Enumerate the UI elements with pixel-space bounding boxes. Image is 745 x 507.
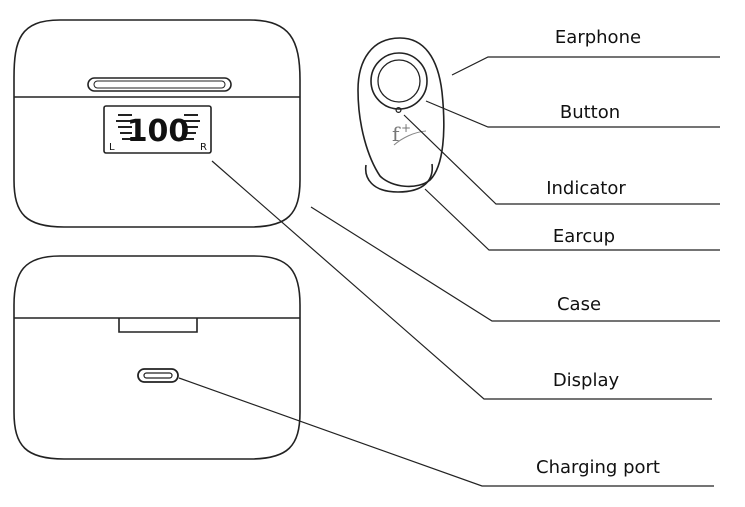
- earcup-icon: [364, 163, 433, 193]
- label-indicator: Indicator: [546, 178, 626, 199]
- case-bottom: [13, 255, 301, 460]
- case-top-slot: [87, 77, 232, 92]
- case-top-body: [13, 19, 301, 228]
- label-case: Case: [557, 294, 601, 315]
- logo-plus: +: [401, 121, 411, 135]
- indicator-light-icon: [395, 106, 402, 114]
- earphone-button: [377, 59, 421, 103]
- leader-earphone: [451, 56, 720, 76]
- label-earcup: Earcup: [553, 226, 615, 247]
- earphone: [357, 37, 445, 193]
- leader-charging-port: [178, 377, 714, 487]
- case-top-slot-inner: [93, 80, 226, 89]
- right-level-bars: [184, 114, 200, 140]
- display-battery-value: 100: [127, 114, 190, 149]
- case-bottom-body: [13, 255, 301, 460]
- left-level-bars: [116, 114, 132, 140]
- earphone-body: [357, 37, 445, 188]
- display-left-marker: L: [109, 142, 115, 153]
- display-right-marker: R: [200, 142, 207, 153]
- logo-swoosh: [393, 130, 427, 146]
- case-bottom-notch: [118, 318, 198, 333]
- display-frame: [103, 105, 212, 154]
- leader-display: [211, 160, 712, 400]
- display-panel: [103, 105, 212, 154]
- leader-earcup: [424, 188, 720, 251]
- leader-lines: [178, 56, 720, 487]
- charging-port-icon: [137, 368, 179, 383]
- leader-button: [425, 100, 720, 128]
- label-charging-port: Charging port: [536, 457, 660, 478]
- earphone-button-ring: [370, 52, 428, 110]
- logo-letter: f: [392, 122, 401, 146]
- label-earphone: Earphone: [555, 27, 641, 48]
- leader-case: [310, 206, 720, 322]
- label-button: Button: [560, 102, 620, 123]
- case-top: [13, 19, 301, 228]
- leader-indicator: [403, 114, 720, 205]
- label-display: Display: [553, 370, 620, 391]
